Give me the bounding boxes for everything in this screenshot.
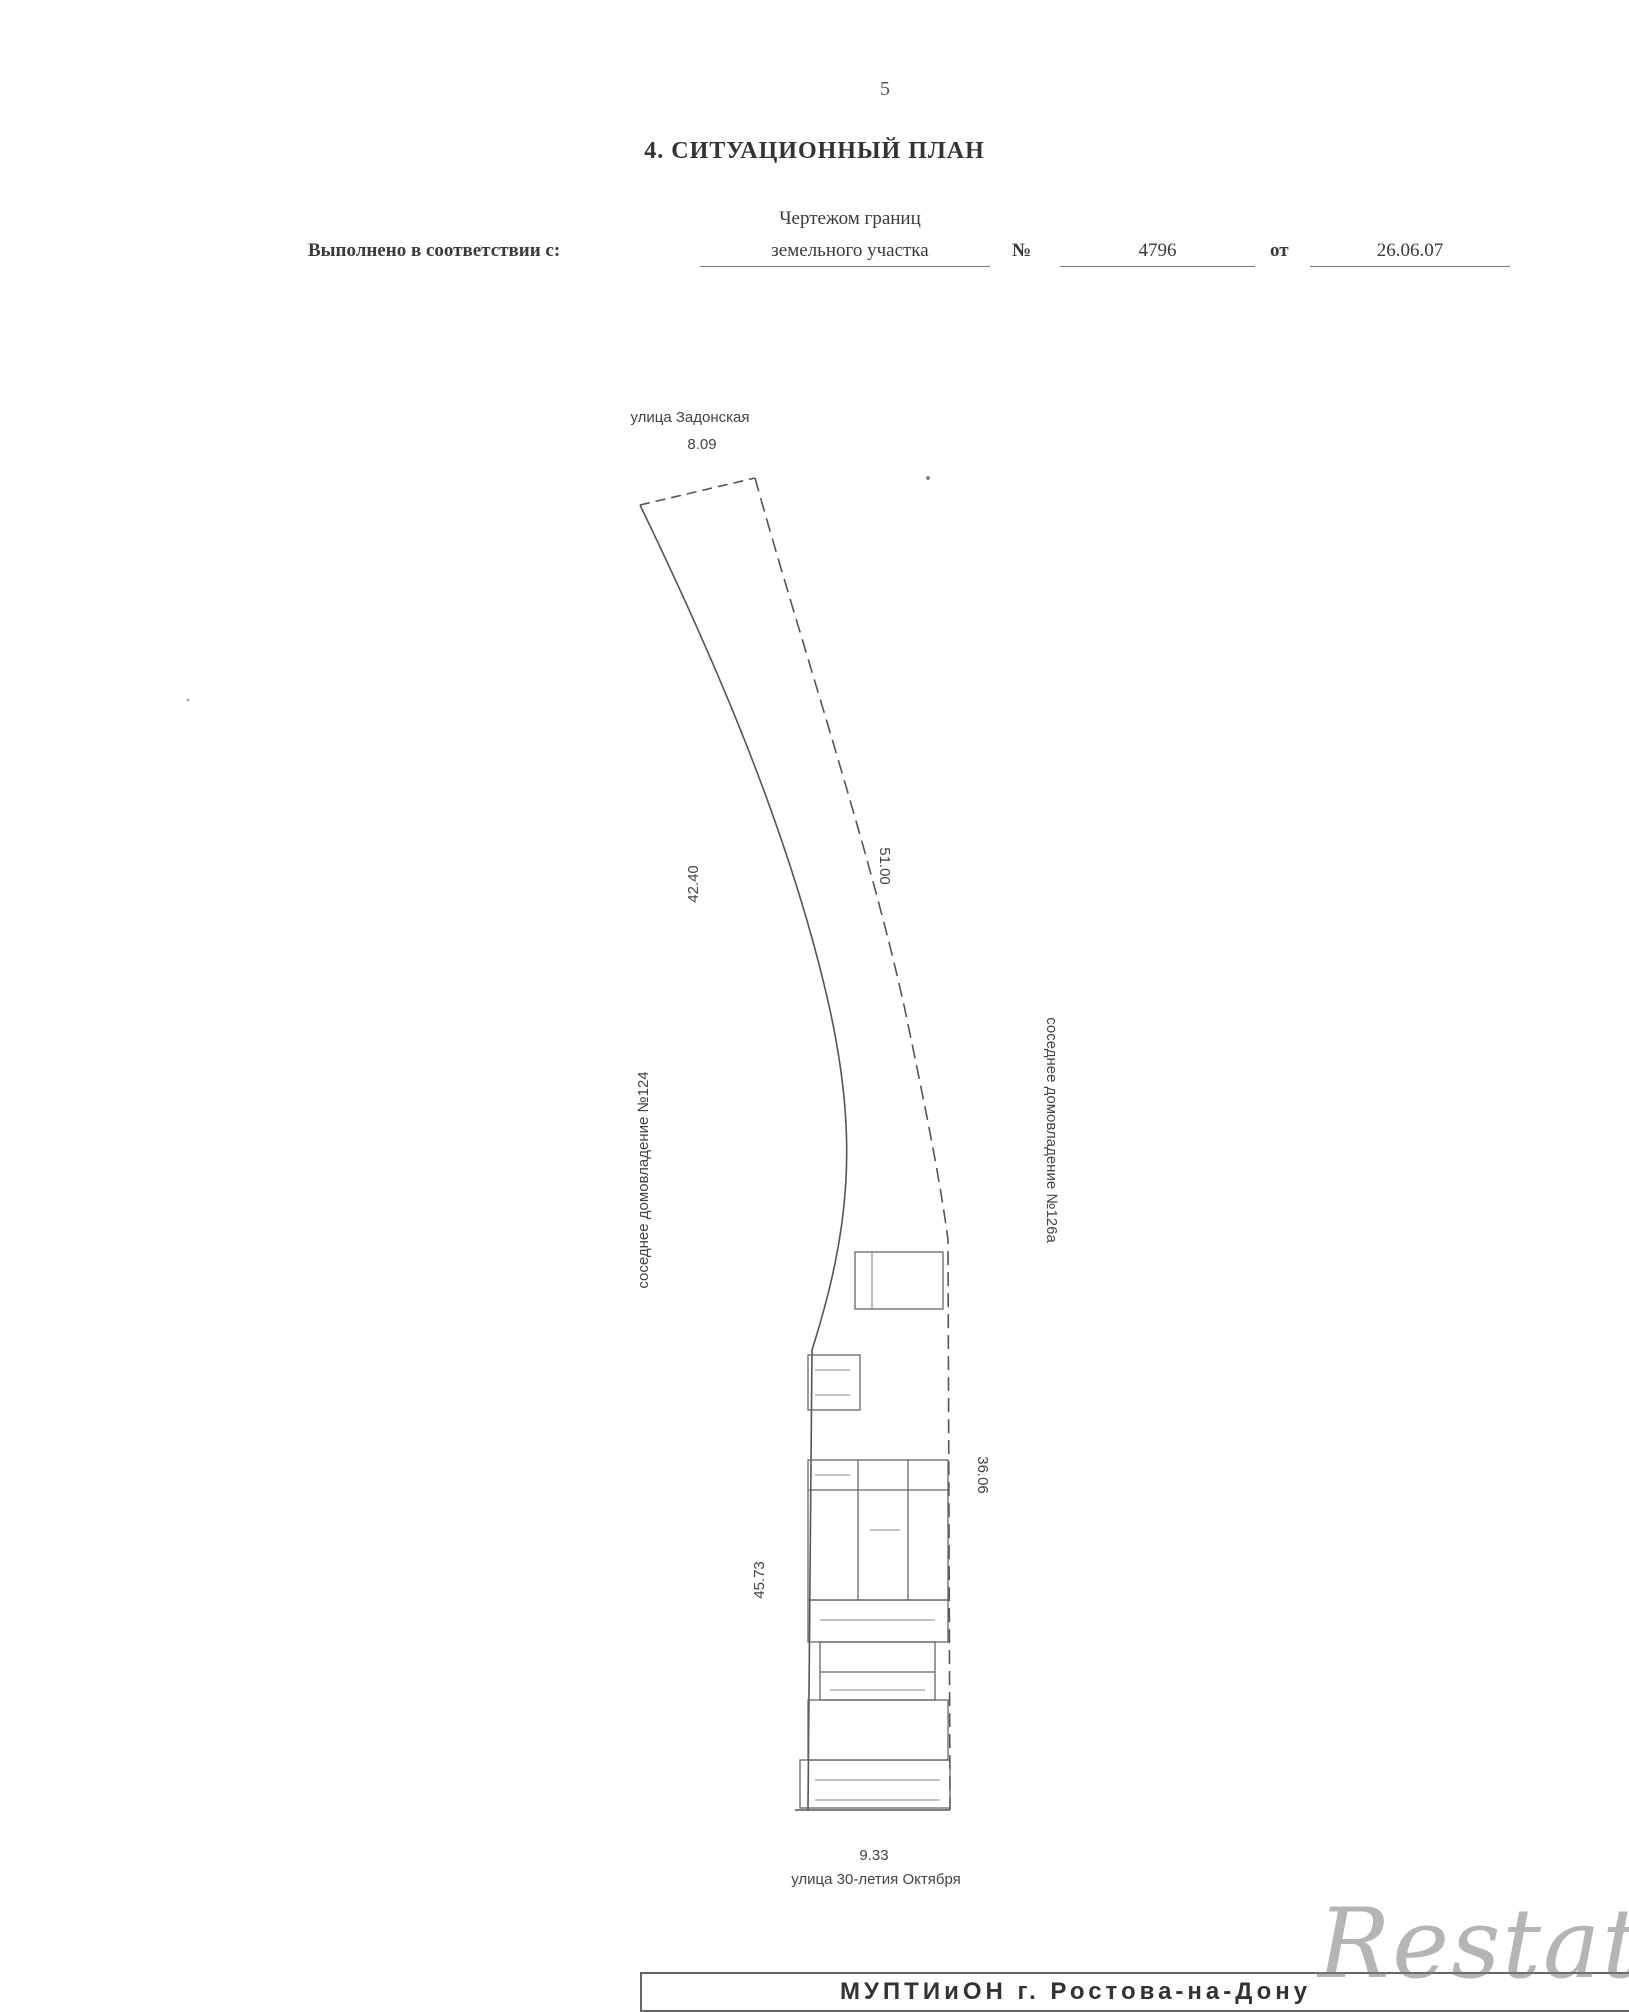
page-number: 5 xyxy=(880,78,890,100)
from-label: от xyxy=(1270,240,1289,261)
scan-speck xyxy=(926,476,930,480)
section-title: 4. СИТУАЦИОННЫЙ ПЛАН xyxy=(644,138,985,164)
side-left-lower-label: 45.73 xyxy=(751,1561,768,1599)
main-buildings xyxy=(799,1354,951,1809)
side-right-lower-label: 36.06 xyxy=(974,1456,991,1494)
side-left-upper-label: 42.40 xyxy=(685,865,702,903)
date-underline xyxy=(1310,266,1510,267)
small-building xyxy=(854,1251,944,1310)
plot-right-boundary xyxy=(754,477,951,1811)
basis-doc-type-line2: земельного участка xyxy=(771,240,929,261)
document-date: 26.06.07 xyxy=(1376,240,1444,261)
width-top-label: 8.09 xyxy=(687,436,716,453)
scan-speck xyxy=(186,698,190,702)
stamp-text: МУПТИиОН г. Ростова-на-Дону xyxy=(840,1978,1312,2005)
doc-type-underline xyxy=(700,266,990,267)
neighbor-right-label: соседнее домовладение №126а xyxy=(1043,1017,1060,1243)
number-sign: № xyxy=(1012,240,1032,261)
neighbor-left-label: соседнее домовладение №124 xyxy=(635,1071,652,1288)
building-dimension-marks xyxy=(815,1369,940,1801)
street-top-label: улица Задонская xyxy=(630,409,749,426)
plot-top-boundary xyxy=(639,477,756,506)
street-bottom-label: улица 30-летия Октября xyxy=(791,1871,961,1888)
plot-left-boundary xyxy=(639,504,848,1811)
watermark-logo: Restate xyxy=(1318,1888,1629,2000)
document-number: 4796 xyxy=(1138,240,1177,261)
side-right-upper-label: 51.00 xyxy=(876,847,893,885)
width-bottom-label: 9.33 xyxy=(859,1847,888,1864)
basis-label: Выполнено в соответствии с: xyxy=(308,240,561,261)
number-underline xyxy=(1060,266,1255,267)
basis-doc-type-line1: Чертежом границ xyxy=(779,208,921,229)
